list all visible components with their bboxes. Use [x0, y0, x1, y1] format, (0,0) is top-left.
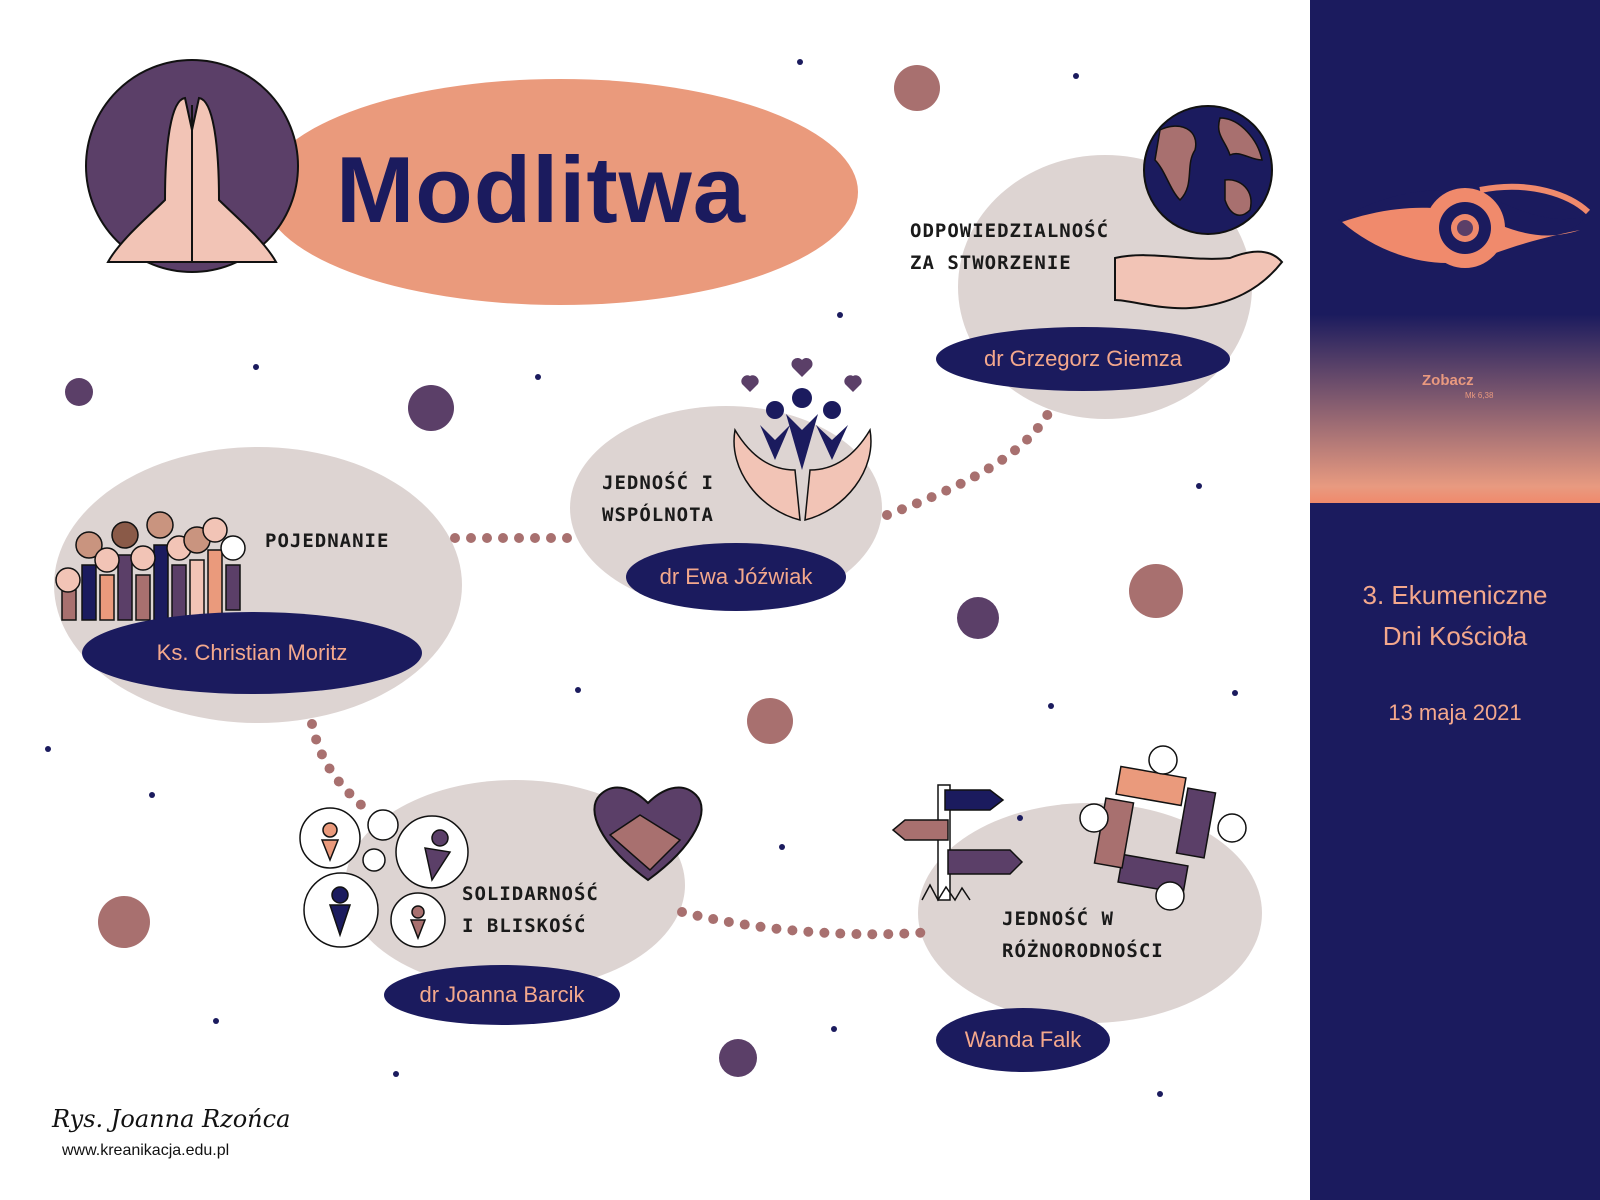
- connector-path: [882, 400, 1058, 520]
- event-sidebar: Zobacz Mk 6,38 3. Ekumeniczne Dni Kościo…: [1310, 0, 1600, 1200]
- topic-label-pojednanie: POJEDNANIE: [265, 530, 390, 552]
- page-title: Modlitwa: [336, 137, 747, 242]
- event-date: 13 maja 2021: [1388, 700, 1522, 725]
- raised-hands-crowd-icon: [55, 511, 246, 621]
- connector-path: [677, 907, 935, 940]
- speaker-pill-giemza: dr Grzegorz Giemza: [936, 327, 1230, 391]
- people-circles-icon: [299, 807, 469, 948]
- event-title: 3. Ekumeniczne Dni Kościoła: [1362, 580, 1548, 651]
- signpost-icon: [891, 784, 1024, 902]
- illustrator-signature: Rys. Joanna Rzońca: [52, 1105, 291, 1133]
- handshake-heart-icon: [593, 786, 703, 882]
- logo-reference: Mk 6,38: [1465, 391, 1494, 400]
- decorative-dots: [45, 59, 1238, 1097]
- topic-label-odpowiedzialnosc: ODPOWIEDZIALNOŚĆ ZA STWORZENIE: [910, 220, 1110, 274]
- eye-logo-icon: [1330, 180, 1591, 290]
- community-in-hands-icon: [733, 357, 872, 521]
- praying-hands-icon: [85, 59, 299, 273]
- logo-text: Zobacz: [1422, 372, 1474, 389]
- sidebar-gradient-band: [1310, 298, 1600, 503]
- speaker-pill-jozwiak: dr Ewa Jóźwiak: [626, 543, 846, 611]
- topic-label-jednosc-roznorodnosci: JEDNOŚĆ W RÓŻNORODNOŚCI: [1002, 908, 1164, 962]
- connector-path: [307, 719, 377, 820]
- topic-label-solidarnosc: SOLIDARNOŚĆ I BLISKOŚĆ: [462, 883, 599, 937]
- speaker-pill-falk: Wanda Falk: [936, 1008, 1110, 1072]
- globe-in-hand-icon: [1114, 105, 1284, 310]
- title-ellipse: [262, 79, 858, 305]
- linked-hands-icon: [1079, 745, 1247, 911]
- speaker-pill-moritz: Ks. Christian Moritz: [82, 612, 422, 694]
- website-link[interactable]: www.kreanikacja.edu.pl: [62, 1142, 230, 1159]
- speaker-pill-barcik: dr Joanna Barcik: [384, 965, 620, 1025]
- topic-label-jednosc-wspolnota: JEDNOŚĆ I WSPÓLNOTA: [602, 472, 714, 526]
